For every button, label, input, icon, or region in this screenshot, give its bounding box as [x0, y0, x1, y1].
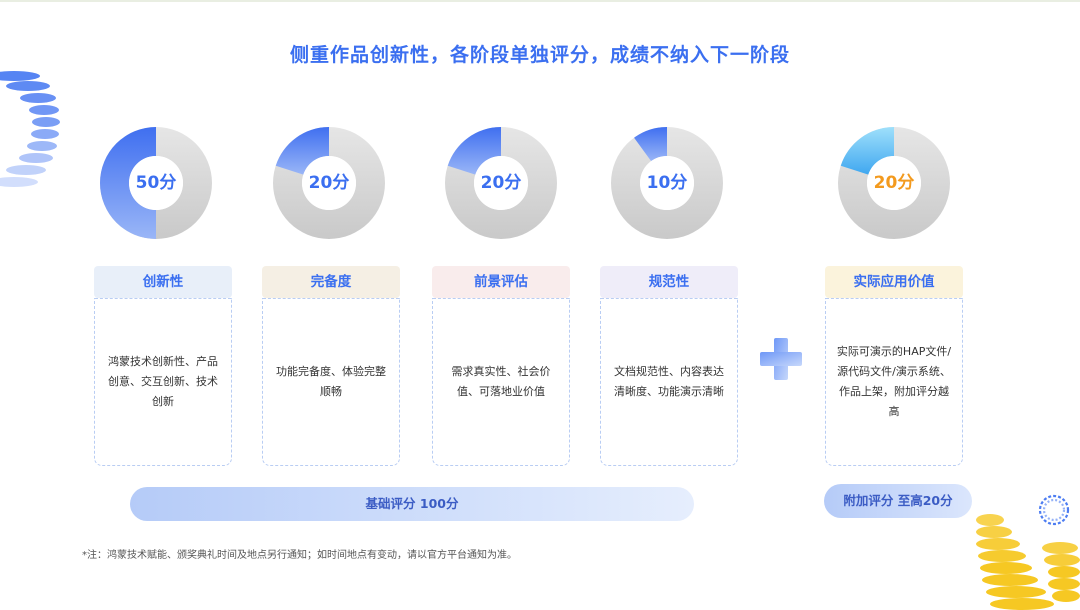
donut-hole: [129, 156, 183, 210]
donut-segment: [840, 127, 894, 175]
donut-chart: [100, 127, 212, 239]
footnote: *注：鸿蒙技术赋能、颁奖典礼时间及地点另行通知；如时间地点有变动，请以官方平台通…: [82, 550, 517, 561]
score-donut-prospect: 20分: [443, 125, 559, 241]
card-description: 功能完备度、体验完整顺畅: [276, 364, 386, 398]
donut-score-label: 20分: [480, 173, 522, 193]
bottom-right-decoration: [976, 494, 1080, 610]
donut-hole: [302, 156, 356, 210]
left-swirl-decoration: [0, 71, 60, 187]
card-header-prospect: 前景评估: [432, 266, 570, 298]
donut-chart: [611, 127, 723, 239]
donut-chart: [838, 127, 950, 239]
donut-track: [611, 127, 723, 239]
card-header-completeness: 完备度: [262, 266, 400, 298]
donut-segment: [634, 127, 667, 162]
donut-score-label: 20分: [873, 173, 915, 193]
donut-hole: [867, 156, 921, 210]
card-body-completeness: 功能完备度、体验完整顺畅: [262, 298, 400, 466]
bonus-score-pill: 附加评分 至高20分: [824, 484, 972, 518]
plus-icon: [760, 338, 802, 380]
card-description: 鸿蒙技术创新性、产品创意、交互创新、技术创新: [108, 354, 218, 408]
donut-hole: [474, 156, 528, 210]
card-body-standard: 文档规范性、内容表达清晰度、功能演示清晰: [600, 298, 738, 466]
card-header-standard: 规范性: [600, 266, 738, 298]
card-body-innovation: 鸿蒙技术创新性、产品创意、交互创新、技术创新: [94, 298, 232, 466]
card-description: 需求真实性、社会价值、可落地业价值: [451, 364, 551, 398]
donut-score-label: 20分: [308, 173, 350, 193]
donut-segment: [100, 127, 156, 239]
donut-score-label: 10分: [646, 173, 688, 193]
score-donut-standard: 10分: [609, 125, 725, 241]
score-donut-completeness: 20分: [271, 125, 387, 241]
donut-segment: [447, 127, 501, 175]
donut-chart: [445, 127, 557, 239]
top-border: [0, 0, 1080, 2]
score-donut-innovation: 50分: [98, 125, 214, 241]
donut-hole: [640, 156, 694, 210]
card-description: 实际可演示的HAP文件/源代码文件/演示系统、作品上架，附加评分越高: [836, 344, 952, 418]
score-donut-bonus: 20分: [836, 125, 952, 241]
donut-score-label: 50分: [135, 173, 177, 193]
page-title: 侧重作品创新性，各阶段单独评分，成绩不纳入下一阶段: [289, 44, 790, 66]
card-header-innovation: 创新性: [94, 266, 232, 298]
card-header-bonus: 实际应用价值: [825, 266, 963, 298]
base-score-pill: 基础评分 100分: [130, 487, 694, 521]
card-body-bonus: 实际可演示的HAP文件/源代码文件/演示系统、作品上架，附加评分越高: [825, 298, 963, 466]
card-description: 文档规范性、内容表达清晰度、功能演示清晰: [614, 364, 724, 398]
card-body-prospect: 需求真实性、社会价值、可落地业价值: [432, 298, 570, 466]
donut-segment: [275, 127, 329, 175]
donut-chart: [273, 127, 385, 239]
